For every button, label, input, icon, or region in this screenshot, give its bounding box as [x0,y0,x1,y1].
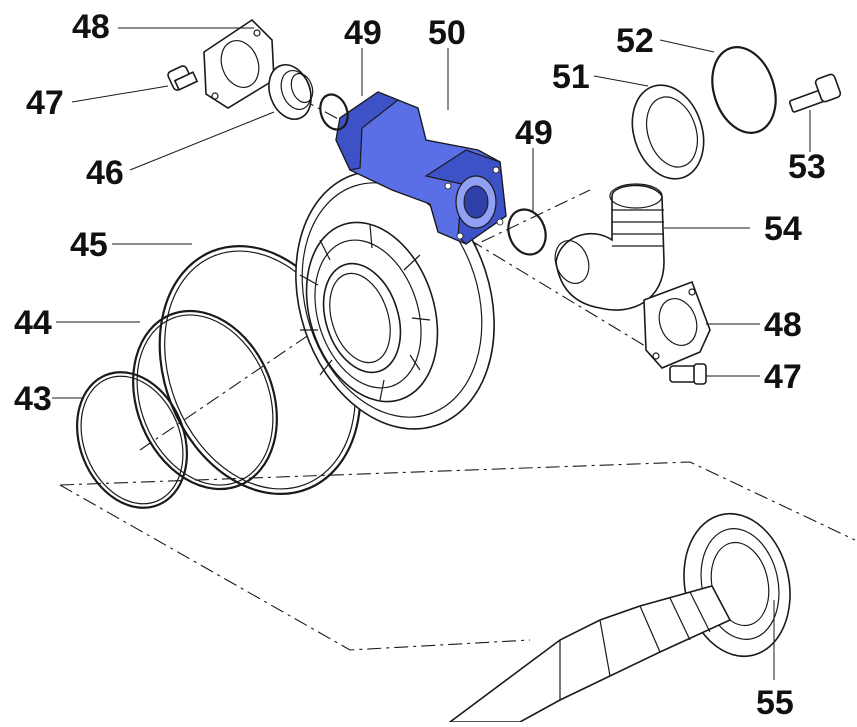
circlip-52 [711,46,777,134]
right-fittings [507,183,711,385]
callout-55: 55 [756,684,794,722]
callout-46: 46 [86,154,124,192]
callout-54: 54 [764,210,802,248]
highlighted-housing-50[interactable] [335,91,507,245]
callout-44: 44 [14,304,52,342]
leader-lines [52,27,811,680]
shaft-and-bearing [447,512,791,723]
callout-45: 45 [70,226,108,264]
callout-49-top: 49 [344,14,382,52]
callout-48-right: 48 [764,306,802,344]
callout-47-right: 47 [764,358,802,396]
o-ring-49-right [507,208,547,256]
callout-50: 50 [428,14,466,52]
callout-52: 52 [616,22,654,60]
callout-49-right: 49 [515,114,553,152]
callout-48-top: 48 [72,8,110,46]
callout-labels: 48 49 50 47 46 52 51 53 49 54 45 44 43 4… [14,8,826,722]
o-ring-44 [132,309,278,491]
top-left-fittings [167,18,349,131]
callout-43: 43 [14,380,52,418]
ring-51 [631,84,705,180]
top-right-rings [631,46,842,180]
callout-51: 51 [552,58,590,96]
callout-47-top: 47 [26,84,64,122]
o-ring-43 [76,371,188,509]
callout-53: 53 [788,148,826,186]
